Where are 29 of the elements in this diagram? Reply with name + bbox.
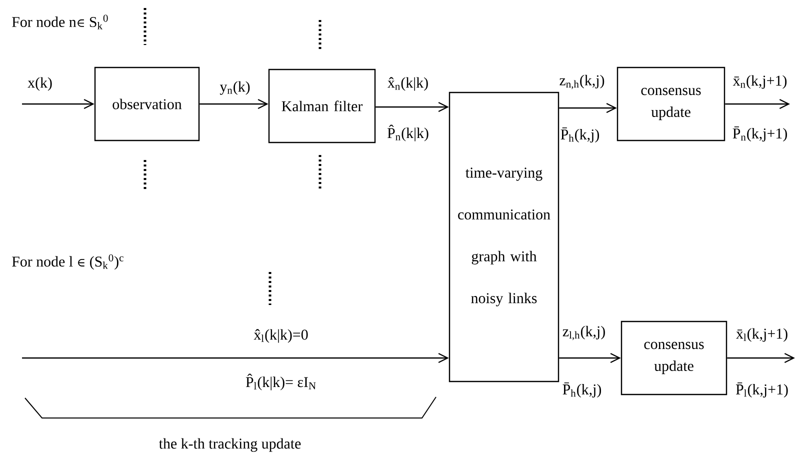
edge-label: x̄$_{l}$(k,j+1) — [736, 328, 788, 342]
label: P̄$_{h}$(k,j) — [560, 127, 600, 143]
arrow — [200, 98, 268, 110]
arrow — [725, 98, 790, 110]
label: For node n∈ S$_{k}$0 — [12, 14, 108, 30]
arrow — [22, 98, 94, 110]
edge-label: x̂$_{l}$(k|k)=0 — [254, 329, 308, 343]
arrow — [22, 352, 449, 364]
edge-label: x̄$_{n}$(k,j+1) — [732, 75, 787, 89]
edge-label: x̂$_{n}$(k|k) — [388, 77, 428, 91]
edge-label: z$_{l,h}$(k,j) — [562, 326, 605, 340]
label: P̄$_{l}$(k,j+1) — [736, 382, 788, 398]
arrow — [376, 102, 449, 112]
label: the k-th tracking update — [158, 438, 301, 452]
label: P̂$_{n}$(k|k) — [387, 124, 428, 142]
arrow — [727, 352, 795, 364]
label: P̄$_{h}$(k,j) — [562, 382, 602, 398]
process-box: consensus update — [616, 66, 726, 142]
arrow — [559, 102, 617, 114]
label: For node l ∈ (S$_{k}$$^{0}$)$^{c}$ — [12, 254, 124, 270]
edge-label: x(k) — [28, 77, 52, 91]
label: P̂$_{l}$(k|k)= εI$_{N}$ — [246, 374, 316, 390]
edge-label: z$_{n,h}$(k,j) — [560, 74, 604, 90]
process-box: Kalman filter — [268, 68, 376, 144]
process-box: consensus update — [620, 320, 728, 396]
process-box: observation — [94, 66, 200, 142]
arrow — [559, 352, 621, 364]
edge-label: y$_{n}$(k) — [220, 81, 250, 95]
process-box: time-varying communication graph with noisy links — [448, 92, 560, 382]
